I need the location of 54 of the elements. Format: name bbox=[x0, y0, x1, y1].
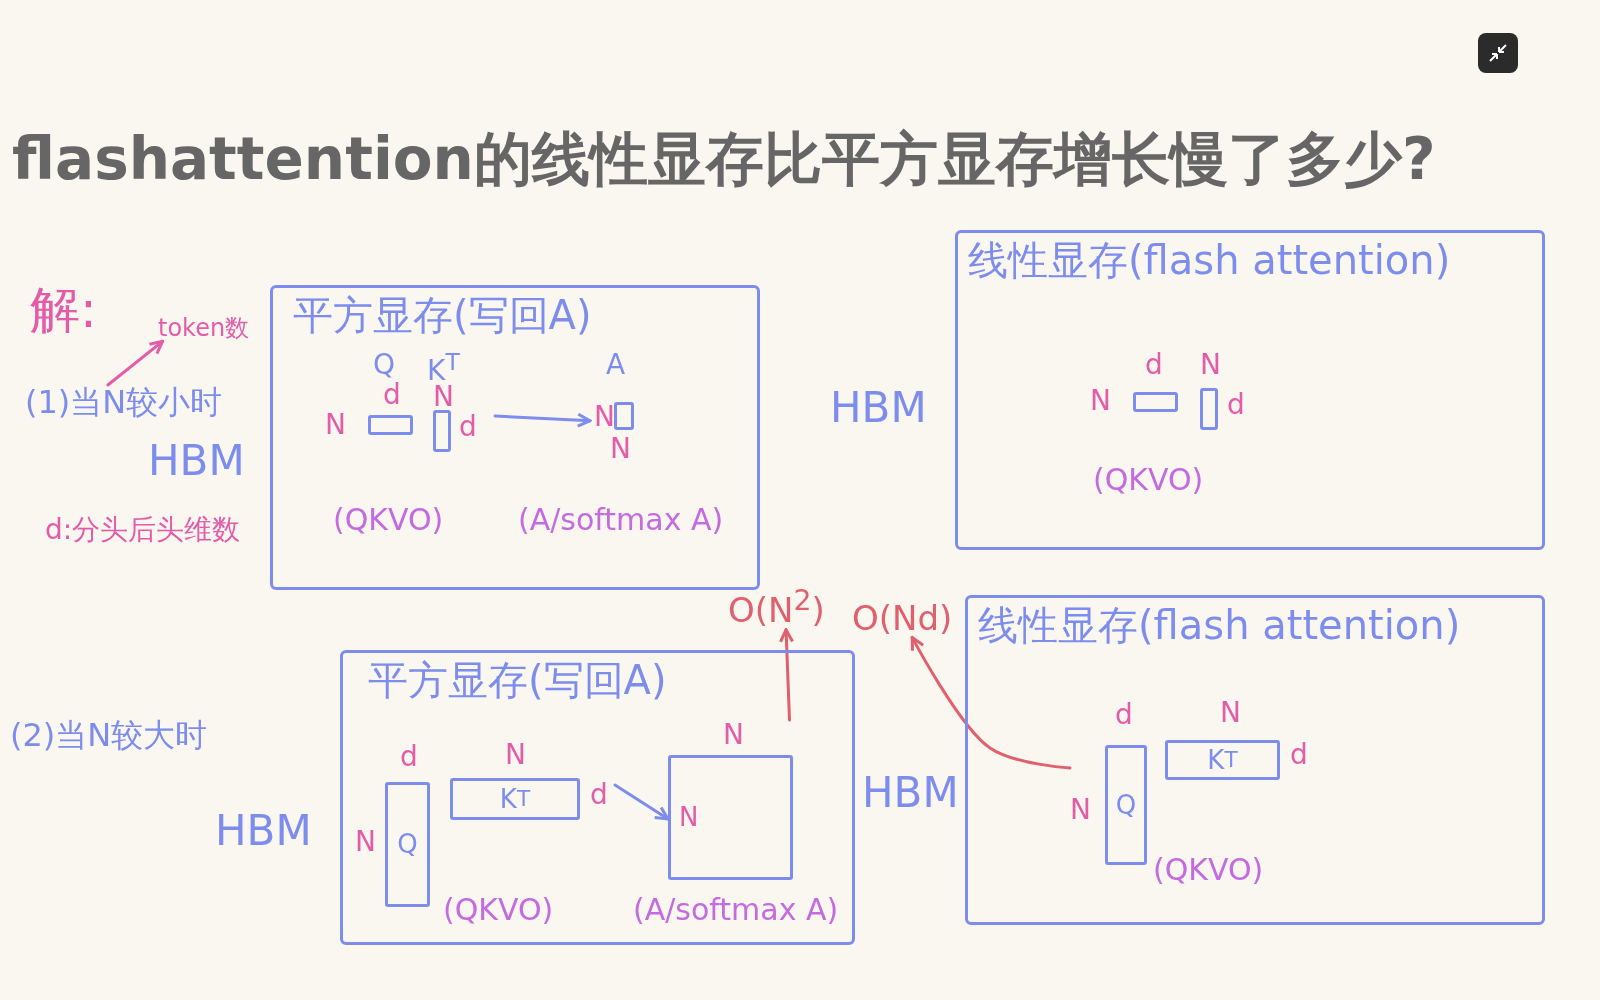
dimension-label: d bbox=[1290, 740, 1308, 771]
memory-frame bbox=[340, 650, 855, 945]
dimension-label: N bbox=[505, 740, 526, 771]
frame-heading: 平方显存(写回A) bbox=[368, 658, 667, 702]
dimension-label: A bbox=[606, 350, 626, 381]
annotation-text: token数 bbox=[158, 315, 250, 342]
dimension-label: N bbox=[1070, 795, 1091, 826]
dimension-label: N bbox=[325, 410, 346, 441]
note-text: 解: bbox=[30, 283, 97, 338]
tensor-label: (QKVO) bbox=[443, 893, 554, 926]
matrix-block: N bbox=[668, 755, 793, 880]
dimension-label: N bbox=[355, 827, 376, 858]
arrow bbox=[106, 339, 165, 387]
memory-frame bbox=[270, 285, 760, 590]
dimension-label: N bbox=[1220, 698, 1241, 729]
note-text: d:分头后头维数 bbox=[45, 515, 241, 546]
dimension-label: d bbox=[383, 380, 401, 411]
matrix-block: Q bbox=[385, 782, 430, 907]
dimension-label: d bbox=[1145, 350, 1163, 381]
tensor-label: (QKVO) bbox=[333, 503, 444, 536]
frame-heading: 平方显存(写回A) bbox=[293, 293, 592, 337]
annotation-text: (1)当N较小时 bbox=[25, 385, 223, 421]
tensor-label: (QKVO) bbox=[1153, 853, 1264, 886]
matrix-block: Q bbox=[1105, 745, 1147, 865]
memory-label: HBM bbox=[862, 770, 959, 817]
arrow bbox=[493, 412, 592, 428]
dimension-label: d bbox=[1227, 390, 1245, 421]
dimension-label: N bbox=[594, 402, 615, 433]
memory-frame bbox=[955, 230, 1545, 550]
dimension-label: N bbox=[1090, 386, 1111, 417]
dimension-label: d bbox=[459, 412, 477, 443]
frame-heading: 线性显存(flash attention) bbox=[968, 238, 1451, 282]
arrow bbox=[910, 635, 1072, 770]
memory-label: HBM bbox=[830, 385, 927, 432]
complexity-label: O(N$^{2}$) bbox=[728, 585, 825, 630]
memory-label: HBM bbox=[215, 808, 312, 855]
tensor-label: (A/softmax A) bbox=[633, 893, 839, 926]
dimension-label: d bbox=[590, 780, 608, 811]
note-text: (2)当N较大时 bbox=[10, 718, 208, 754]
dimension-label: N bbox=[723, 720, 744, 751]
tensor-label: (A/softmax A) bbox=[518, 503, 724, 536]
dimension-label: d bbox=[400, 742, 418, 773]
arrow bbox=[779, 628, 794, 722]
complexity-label: O(Nd) bbox=[852, 600, 953, 638]
memory-label: HBM bbox=[148, 438, 245, 485]
frame-heading: 线性显存(flash attention) bbox=[978, 603, 1461, 647]
title: flashattention的线性显存比平方显存增长慢了多少? bbox=[12, 128, 1436, 192]
dimension-label: N bbox=[610, 434, 631, 465]
tensor-label: (QKVO) bbox=[1093, 463, 1204, 496]
memory-frame bbox=[965, 595, 1545, 925]
dimension-label: d bbox=[1115, 700, 1133, 731]
arrow bbox=[613, 783, 670, 821]
dimension-label: N bbox=[1200, 350, 1221, 381]
dimension-label: Q bbox=[373, 350, 396, 381]
